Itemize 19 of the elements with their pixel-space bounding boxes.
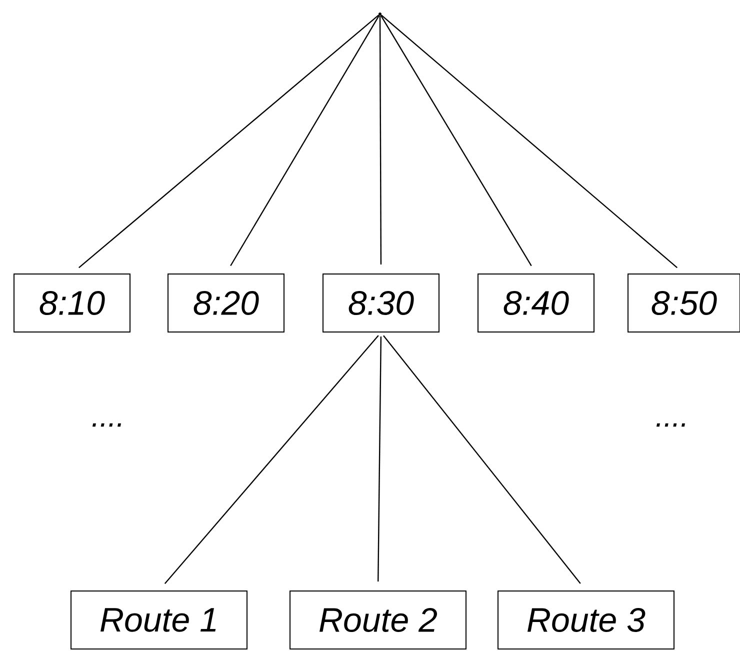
connector-line <box>164 335 379 584</box>
branch-point <box>378 12 382 16</box>
connector-line <box>78 14 380 268</box>
connector-line <box>378 336 382 582</box>
time-box: 8:40 <box>478 274 594 332</box>
connector-line <box>380 15 532 266</box>
connector-line <box>230 15 380 266</box>
connector-line <box>379 16 382 264</box>
route-box: Route 2 <box>290 590 466 650</box>
time-box: 8:30 <box>322 274 440 332</box>
ellipsis: .... <box>656 423 685 427</box>
time-box: 8:10 <box>14 274 130 332</box>
time-box: 8:50 <box>628 274 740 332</box>
connector-line <box>383 335 581 584</box>
connector-line <box>380 14 678 268</box>
ellipsis: .... <box>92 423 122 427</box>
route-box: Route 1 <box>70 590 248 650</box>
time-box: 8:20 <box>168 274 284 332</box>
route-box: Route 3 <box>498 590 674 650</box>
